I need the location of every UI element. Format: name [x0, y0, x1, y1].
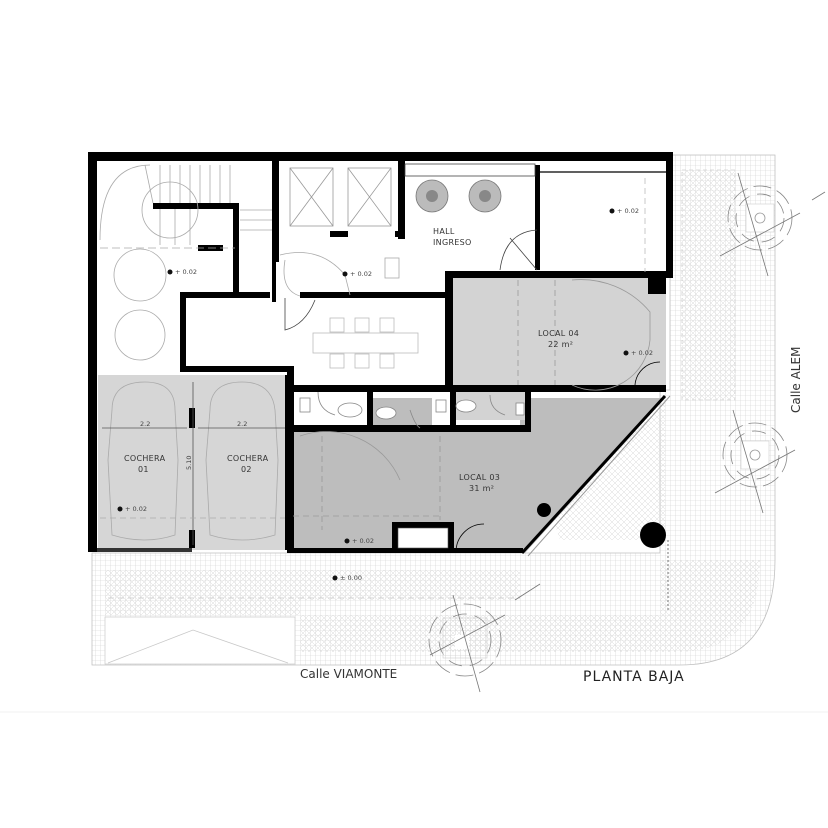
room-label-hall-sub: INGRESO	[433, 238, 472, 247]
level-local04: + 0.02	[631, 349, 653, 357]
garage-ramp	[104, 616, 296, 665]
toilet-icon	[299, 391, 525, 429]
elevator-icon	[289, 167, 392, 227]
level-sidewalk: ± 0.00	[340, 574, 362, 582]
level-lobby: + 0.02	[350, 270, 372, 278]
room-label-cochera02: COCHERA	[227, 454, 269, 463]
room-label-cochera01: COCHERA	[124, 454, 166, 463]
room-area-local04: 22 m²	[548, 340, 573, 349]
level-marker-icon	[117, 208, 629, 581]
room-label-hall: HALL	[433, 227, 455, 236]
plan-title: PLANTA BAJA	[583, 669, 685, 685]
staircase	[99, 164, 272, 361]
room-label-local04: LOCAL 04	[538, 329, 579, 338]
room-area-local03: 31 m²	[469, 484, 494, 493]
tree-icon	[714, 409, 796, 514]
car-outline	[100, 381, 285, 545]
level-stair: + 0.02	[175, 268, 197, 276]
room-fills	[98, 278, 666, 553]
dimension-cochera02: 2.2	[237, 420, 247, 428]
street-label-south: Calle VIAMONTE	[300, 667, 397, 681]
level-local03: + 0.02	[352, 537, 374, 545]
street-label-east: Calle ALEM	[789, 347, 803, 413]
dimension-cochera01: 2.2	[140, 420, 150, 428]
walls	[88, 152, 673, 553]
room-num-cochera01: 01	[138, 465, 149, 474]
room-num-cochera02: 02	[241, 465, 252, 474]
level-ne-room: + 0.02	[617, 207, 639, 215]
plant-icon	[415, 179, 502, 213]
dining-table	[312, 317, 419, 369]
tree-icon	[428, 594, 506, 693]
level-cochera01: + 0.02	[125, 505, 147, 513]
room-label-local03: LOCAL 03	[459, 473, 500, 482]
dimension-cochera-depth: 5.10	[185, 456, 193, 470]
sidewalk	[91, 154, 776, 666]
tree-icon	[719, 172, 801, 277]
